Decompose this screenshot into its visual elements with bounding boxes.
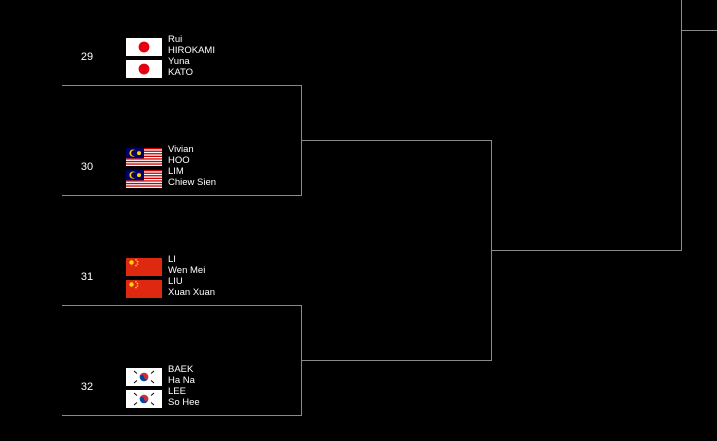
player-first-name: BAEK: [168, 364, 194, 375]
player-first-name: Yuna: [168, 56, 190, 67]
player-name: Rui HIROKAMI: [168, 34, 215, 56]
player-name: LEE So Hee: [168, 386, 200, 408]
player-name: Yuna KATO: [168, 56, 193, 78]
china-flag-icon: [126, 280, 162, 298]
player-first-name: LI: [168, 254, 176, 265]
player-name: BAEK Ha Na: [168, 364, 195, 386]
player-name: Vivian HOO: [168, 144, 194, 166]
player-first-name: LEE: [168, 386, 186, 397]
player-last-name: KATO: [168, 66, 193, 78]
player-last-name: Ha Na: [168, 374, 195, 386]
bracket-line-round3: [491, 0, 682, 251]
player-last-name: Wen Mei: [168, 264, 206, 276]
player-last-name: So Hee: [168, 396, 200, 408]
player-last-name: Xuan Xuan: [168, 286, 216, 298]
china-flag-icon: [126, 258, 162, 276]
seed-number: 29: [80, 51, 94, 63]
seed-number: 30: [80, 161, 94, 173]
player-last-name: HOO: [168, 154, 190, 166]
malaysia-flag-icon: [126, 148, 162, 166]
player-name: LI Wen Mei: [168, 254, 206, 276]
south-korea-flag-icon: [126, 390, 162, 408]
south-korea-flag-icon: [126, 368, 162, 386]
player-first-name: Vivian: [168, 144, 194, 155]
japan-flag-icon: [126, 60, 162, 78]
player-name: LIU Xuan Xuan: [168, 276, 216, 298]
seed-number: 32: [80, 381, 94, 393]
player-first-name: LIU: [168, 276, 183, 287]
bracket-line-round2: [301, 140, 492, 361]
player-last-name: HIROKAMI: [168, 44, 215, 56]
japan-flag-icon: [126, 38, 162, 56]
player-first-name: Rui: [168, 34, 183, 45]
player-name: LIM Chiew Sien: [168, 166, 217, 188]
player-first-name: LIM: [168, 166, 184, 177]
seed-number: 31: [80, 271, 94, 283]
player-last-name: Chiew Sien: [168, 176, 217, 188]
malaysia-flag-icon: [126, 170, 162, 188]
